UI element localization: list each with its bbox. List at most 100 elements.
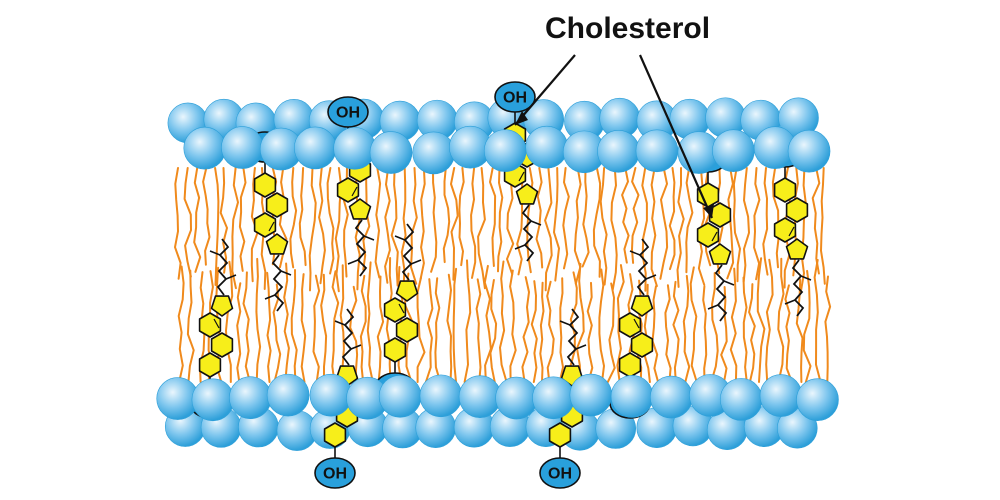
- lipid-tail-icon: [308, 167, 317, 292]
- lipid-tail-icon: [685, 167, 694, 274]
- pointer-line-1: [514, 54, 576, 126]
- hydroxyl-group-icon: OH: [327, 96, 369, 128]
- lipid-tail-icon: [318, 167, 326, 285]
- lipid-tail-icon: [530, 280, 538, 383]
- lipid-tail-icon: [236, 282, 242, 383]
- lipid-tail-icon: [813, 258, 822, 383]
- lipid-tail-icon: [726, 167, 735, 280]
- lipid-tail-icon: [458, 167, 465, 267]
- lipid-tail-icon: [272, 283, 282, 383]
- lipid-tail-icon: [795, 278, 804, 383]
- lipid-tail-icon: [610, 167, 618, 291]
- lipid-tail-icon: [416, 276, 426, 383]
- head-groups-front: [156, 125, 839, 422]
- lipid-tail-icon: [400, 167, 407, 287]
- lipid-tail-icon: [650, 167, 658, 287]
- hydroxyl-label: OH: [503, 90, 527, 107]
- lipid-tail-icon: [592, 167, 602, 278]
- pointer-arrowhead-1: [515, 111, 528, 125]
- hydroxyl-group-icon: OH: [539, 457, 581, 489]
- lipid-tail-icon: [676, 167, 685, 288]
- lipid-tail-icon: [586, 281, 594, 383]
- lipid-tail-icon: [552, 167, 561, 282]
- lipid-tail-icon: [581, 167, 590, 268]
- lipid-tail-icon: [424, 278, 434, 383]
- phospholipid-head-icon: [759, 374, 803, 417]
- lipid-tail-icon: [599, 167, 608, 286]
- phospholipid-head-icon: [309, 373, 353, 417]
- lipid-tail-icon: [562, 167, 570, 270]
- lipid-tail-icon: [384, 167, 391, 284]
- lipid-tail-icon: [497, 167, 504, 273]
- lipid-tail-icon: [255, 257, 262, 383]
- lipid-tail-icon: [498, 260, 508, 383]
- phospholipid-head-icon: [293, 126, 337, 170]
- lipid-tail-icon: [742, 276, 748, 383]
- phospholipid-head-icon: [597, 130, 640, 173]
- lipid-tail-icon: [535, 167, 544, 269]
- lipid-tail-icon: [326, 167, 335, 275]
- phospholipid-head-icon: [183, 126, 227, 170]
- lipid-tail-icon: [784, 284, 793, 383]
- lipid-tail-icon: [771, 167, 780, 269]
- hydroxyl-group-icon: OH: [494, 81, 536, 113]
- lipid-tail-icon: [824, 275, 832, 383]
- phospholipid-head-icon: [419, 374, 463, 418]
- lipid-tail-icon: [748, 283, 756, 383]
- lipid-tail-icon: [544, 167, 553, 292]
- phospholipid-head-icon: [532, 376, 575, 420]
- lipid-tail-icon: [800, 167, 807, 292]
- lipid-tail-icon: [193, 167, 202, 273]
- lipid-tail-icon: [729, 267, 738, 383]
- lipid-tail-icon: [430, 167, 438, 273]
- lipid-tail-icon: [819, 167, 826, 285]
- hydroxyl-label: OH: [323, 466, 347, 483]
- lipid-tail-icon: [672, 280, 680, 383]
- lipid-tail-icon: [312, 274, 321, 383]
- lipid-tail-icon: [219, 167, 229, 274]
- lipid-tail-icon: [446, 273, 453, 383]
- lipid-tail-icon: [621, 167, 630, 264]
- lipid-tail-icon: [409, 167, 418, 285]
- phospholipid-head-icon: [569, 373, 613, 417]
- lipid-tail-icon: [689, 266, 698, 383]
- phospholipid-head-icon: [333, 127, 376, 170]
- lipid-tail-icon: [575, 262, 585, 383]
- lipid-tail-icon: [483, 264, 492, 383]
- lipid-tail-icon: [765, 258, 774, 383]
- phospholipid-head-icon: [483, 129, 527, 172]
- lipid-tail-icon: [682, 274, 691, 383]
- hydroxyl-label: OH: [548, 466, 572, 483]
- lipid-tail-icon: [742, 167, 751, 283]
- lipid-tail-icon: [489, 278, 498, 383]
- lipid-tail-icon: [477, 167, 486, 290]
- lipid-tail-icon: [659, 167, 669, 280]
- lipid-tail-icon: [756, 257, 766, 383]
- lipid-tail-icon: [702, 285, 708, 383]
- phospholipid-head-icon: [378, 374, 422, 418]
- lipid-tail-icon: [710, 271, 719, 383]
- lipid-tail-icon: [488, 167, 497, 267]
- pointer-line-2: [638, 54, 714, 219]
- hydroxyl-group-icon: OH: [314, 457, 356, 489]
- phospholipid-head-icon: [796, 378, 839, 421]
- lipid-tail-icon: [374, 167, 382, 279]
- lipid-tail-icon: [616, 264, 625, 383]
- lipid-tail-icon: [470, 167, 477, 279]
- lipid-tail-icon: [186, 269, 195, 383]
- pointer-arrowhead-2: [703, 204, 714, 218]
- lipid-tail-icon: [811, 167, 821, 275]
- lipid-tail-icon: [753, 167, 761, 281]
- lipid-tail-icon: [442, 167, 451, 264]
- lipid-tail-icon: [521, 276, 531, 383]
- lipid-tail-icon: [762, 167, 769, 276]
- cholesterol-title: Cholesterol: [545, 12, 710, 45]
- phospholipid-head-icon: [266, 373, 310, 417]
- lipid-tail-icon: [283, 262, 290, 383]
- lipid-tail-icon: [732, 167, 742, 283]
- lipid-tail-icon: [777, 257, 785, 383]
- phospholipid-head-icon: [458, 375, 502, 418]
- lipid-tail-icon: [606, 282, 616, 383]
- lipid-tail-icon: [558, 277, 565, 383]
- hydroxyl-label: OH: [336, 105, 360, 122]
